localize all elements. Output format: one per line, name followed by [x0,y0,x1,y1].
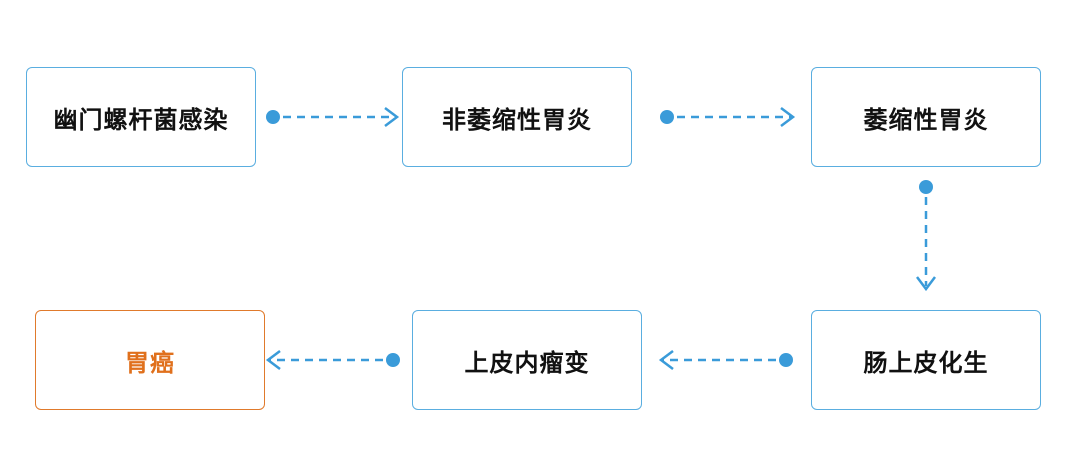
node-label: 幽门螺杆菌感染 [53,105,229,134]
node-non-atrophic-gastritis: 非萎缩性胃炎 [402,67,632,167]
node-gastric-cancer: 胃癌 [35,310,265,410]
node-label: 上皮内瘤变 [464,348,590,377]
node-label: 非萎缩性胃炎 [442,105,592,134]
node-intestinal-metaplasia: 肠上皮化生 [811,310,1041,410]
node-label: 肠上皮化生 [863,348,989,377]
node-label: 萎缩性胃炎 [863,105,989,134]
arrow-3-to-4 [916,180,936,292]
node-hp-infection: 幽门螺杆菌感染 [26,67,256,167]
node-atrophic-gastritis: 萎缩性胃炎 [811,67,1041,167]
arrow-1-to-2 [266,107,400,127]
node-label: 胃癌 [125,348,175,377]
node-intraepithelial-neoplasia: 上皮内瘤变 [412,310,642,410]
arrow-5-to-6 [265,350,400,370]
arrow-4-to-5 [658,350,793,370]
arrow-2-to-3 [660,107,796,127]
